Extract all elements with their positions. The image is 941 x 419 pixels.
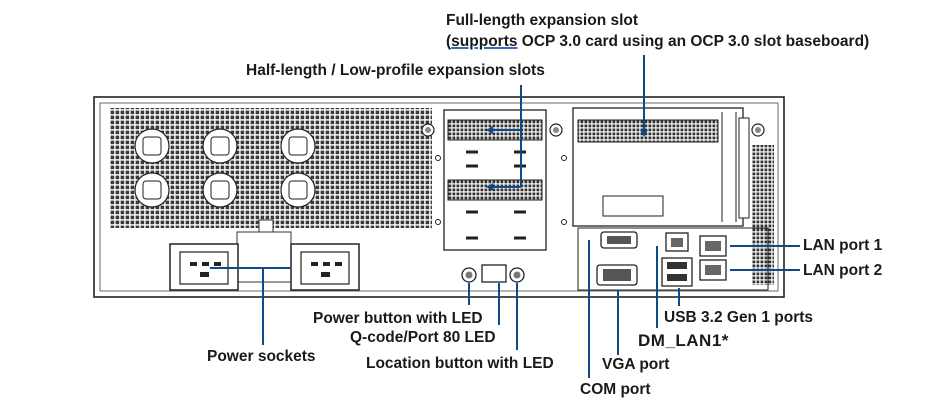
right-vent-area	[752, 145, 774, 285]
psu-latch-tab	[258, 219, 274, 233]
fan-cutout-inner	[210, 136, 230, 156]
full-length-slot-note: (supports OCP 3.0 card using an OCP 3.0 …	[446, 33, 869, 51]
fan-cutout-inner	[142, 180, 162, 200]
lan-port-2-label: LAN port 2	[803, 262, 883, 279]
chassis-screws	[421, 123, 765, 225]
front-buttons	[461, 264, 525, 283]
qcode-led-label: Q-code/Port 80 LED	[350, 329, 496, 346]
fan-cutout-inner	[288, 136, 308, 156]
fan-cutout-inner	[288, 180, 308, 200]
psu-fan-cutouts	[134, 128, 316, 208]
lan-port-1-label: LAN port 1	[803, 237, 883, 254]
dm-lan1-label: DM_LAN1*	[638, 331, 729, 350]
power-sockets-label: Power sockets	[207, 348, 316, 365]
note-rest: OCP 3.0 card using an OCP 3.0 slot baseb…	[517, 33, 870, 50]
fan-cutout-inner	[142, 136, 162, 156]
power-socket-right	[290, 243, 360, 291]
full-length-slot-bay	[572, 107, 750, 227]
location-button-label: Location button with LED	[366, 355, 554, 372]
fan-cutout-inner	[210, 180, 230, 200]
io-area	[577, 227, 769, 291]
com-port-label: COM port	[580, 381, 651, 398]
psu-vent-area	[110, 108, 432, 228]
chassis-inner-outline	[99, 102, 779, 292]
note-supports: supports	[451, 33, 518, 50]
half-length-slots-label: Half-length / Low-profile expansion slot…	[246, 62, 545, 79]
vga-port-label: VGA port	[602, 356, 670, 373]
half-length-slot-bay	[443, 109, 547, 251]
leader-arrows	[486, 126, 648, 191]
note-open-paren: (	[446, 33, 452, 50]
full-length-slot-label: Full-length expansion slot	[446, 12, 639, 29]
power-button-label: Power button with LED	[313, 310, 483, 327]
usb-ports-label: USB 3.2 Gen 1 ports	[664, 309, 814, 326]
leader-lines	[210, 55, 800, 378]
